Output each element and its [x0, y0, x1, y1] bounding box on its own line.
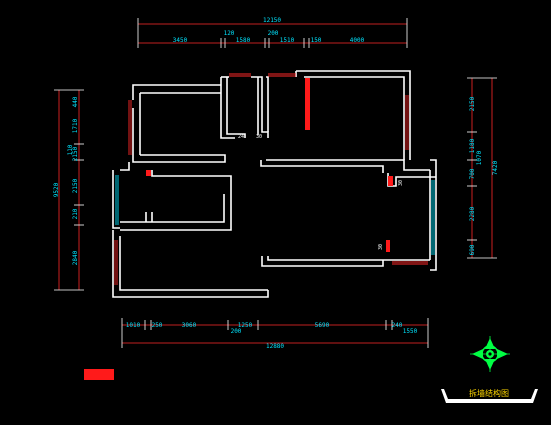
top-dimension-1: 3450: [173, 37, 188, 44]
right-dimension-chain: 7420 2150 1180 1070 700 2280 690: [467, 77, 499, 259]
left-dimension-chain: 9520 440 1710 110 2150 2150 210 2840: [53, 89, 84, 291]
bottom-dimension-5: 200: [231, 328, 242, 335]
title-block: 拆墙结构图: [441, 388, 538, 403]
bottom-dimension-2: 250: [152, 322, 163, 329]
right-dimension-1: 2150: [469, 96, 476, 111]
wall-tag-a: 24: [238, 134, 244, 140]
window-openings: [114, 73, 435, 285]
bottom-dimension-chain: 1010 250 3060 1250 200 5690 240 1550 128…: [121, 318, 429, 350]
legend-red-swatch: [84, 369, 114, 380]
left-dimension-5: 2150: [72, 178, 79, 193]
demolition-wall-right: [388, 176, 393, 186]
top-dimension-3: 1580: [236, 37, 251, 44]
right-dimension-3: 1070: [476, 150, 483, 165]
top-dimension-6: 150: [311, 37, 322, 44]
left-dimension-3: 110: [67, 144, 74, 155]
floor-plan-walls: [112, 70, 437, 298]
bottom-dimension-8: 1550: [403, 328, 418, 335]
wall-tag-d: 30: [378, 244, 384, 250]
right-dimension-5: 2280: [469, 206, 476, 221]
bottom-dimension-4: 1250: [238, 322, 253, 329]
wall-tag-c: 30: [398, 180, 404, 186]
top-total-dimension: 12150: [263, 17, 281, 24]
bottom-total-dimension: 12880: [266, 343, 284, 350]
wall-tag-b: 30: [256, 134, 262, 140]
top-dimension-chain: 12150 3450 120 1580 200 1510 150 4000: [137, 17, 408, 48]
drawing-title: 拆墙结构图: [469, 388, 509, 398]
bottom-dimension-7: 240: [392, 322, 403, 329]
right-dimension-2: 1180: [469, 138, 476, 153]
bottom-dimension-3: 3060: [182, 322, 197, 329]
demolition-wall-left: [146, 170, 151, 176]
right-dimension-4: 700: [469, 168, 476, 179]
left-dimension-6: 210: [72, 208, 79, 219]
left-dimension-4: 2150: [72, 146, 79, 161]
left-dimension-2: 1710: [72, 118, 79, 133]
top-dimension-5: 1510: [280, 37, 295, 44]
bottom-dimension-1: 1010: [126, 322, 141, 329]
right-total-dimension: 7420: [492, 160, 499, 175]
demolition-wall-lower: [386, 240, 390, 252]
left-total-dimension: 9520: [53, 182, 60, 197]
demolition-wall-blocks: [146, 78, 393, 252]
bottom-dimension-6: 5690: [315, 322, 330, 329]
left-dimension-7: 2840: [72, 250, 79, 265]
top-dimension-2: 120: [224, 30, 235, 37]
left-dimension-1: 440: [72, 96, 79, 107]
demolition-wall-upper: [305, 78, 310, 130]
top-dimension-7: 4000: [350, 37, 365, 44]
top-dimension-4: 200: [268, 30, 279, 37]
wall-tags: 24 30 30 30: [238, 134, 404, 250]
right-dimension-6: 690: [469, 244, 476, 255]
compass-rose-icon: [470, 336, 510, 372]
